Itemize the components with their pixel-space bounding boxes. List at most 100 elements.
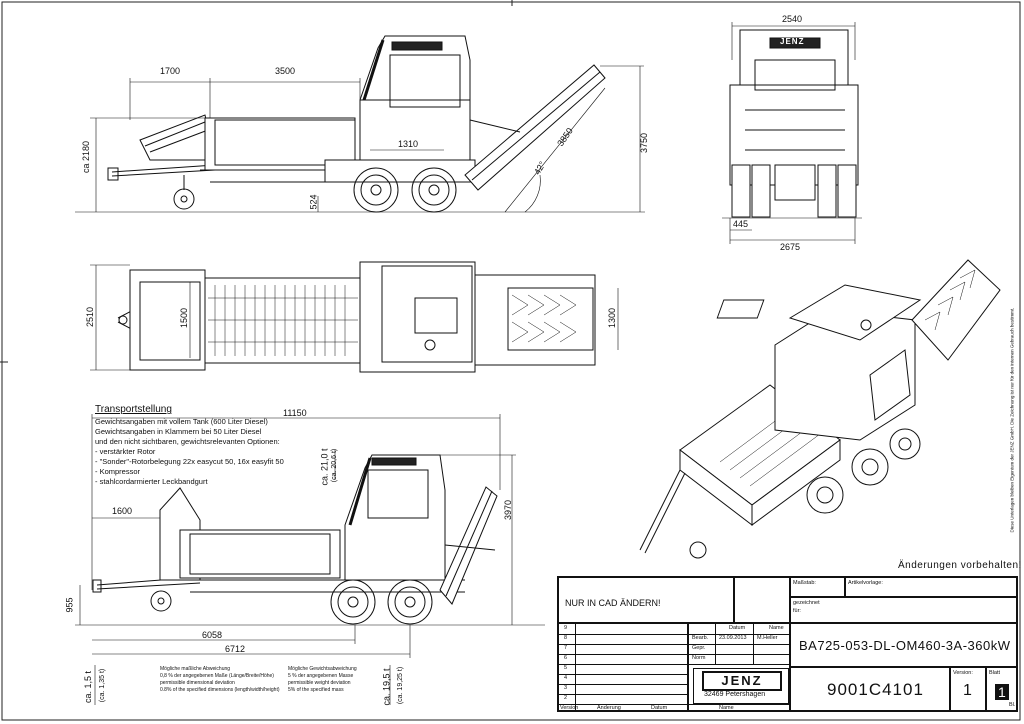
dim-2510: 2510 <box>85 306 96 328</box>
tolerance-de-1: Mögliche maßliche Abweichung <box>160 666 231 672</box>
dim-3500: 3500 <box>275 66 296 76</box>
row-date: 23.09.2013 <box>719 635 747 641</box>
weight-en-1: permissible weight deviation <box>288 680 351 686</box>
gezeichnet-label: gezeichnet <box>793 600 820 606</box>
transport-view-dimension-lines <box>79 414 516 705</box>
notes-line: - Kompressor <box>95 467 141 476</box>
dim-2180: ca 2180 <box>81 140 92 174</box>
rev-number: 7 <box>564 645 568 651</box>
weight-de-2: 5 % der angegebenen Masse <box>288 673 354 679</box>
name-head: Name <box>769 625 784 631</box>
dim-6058: 6058 <box>202 630 223 640</box>
dim-1700: 1700 <box>160 66 181 76</box>
rev-number: 2 <box>564 695 568 701</box>
version-cell: Version: 1 <box>950 667 986 711</box>
notes-line: Gewichtsangaben in Klammern bei 50 Liter… <box>95 427 262 436</box>
row-name: M.Heller <box>757 635 778 641</box>
dim-2675: 2675 <box>780 242 801 252</box>
sheet-label: Blatt <box>989 670 1001 676</box>
dim-524: 524 <box>308 194 319 210</box>
notes-line: - stahlcordarmierter Leckbandgurt <box>95 477 208 486</box>
anlage-cell: Artikelvorlage: <box>845 577 1017 597</box>
sheet-value: 1 <box>995 684 1009 700</box>
dim-1310: 1310 <box>398 139 419 149</box>
dim-2540: 2540 <box>782 14 803 24</box>
notes-title: Transportstellung <box>95 404 172 415</box>
weight-1-5b: (ca. 1,35 t) <box>99 668 107 703</box>
dim-11150: 11150 <box>283 408 307 418</box>
side-view-dimension-lines <box>90 65 644 213</box>
rev-number: 8 <box>564 635 568 641</box>
weight-19-5: ca. 19,5 t <box>381 668 392 706</box>
dim-3970: 3970 <box>503 499 514 521</box>
sheet-suffix: Bl. <box>1009 702 1016 708</box>
top-view-dimension-lines <box>90 264 619 371</box>
massstab-cell: Maßstab: <box>790 577 845 597</box>
fuer-label: für: <box>793 608 801 614</box>
anlage-label: Artikelvorlage: <box>848 580 883 586</box>
dim-3750: 3750 <box>639 132 650 154</box>
rev-number: 4 <box>564 675 568 681</box>
tolerance-en-2: 0.8% of the specified dimensions (length… <box>160 687 280 693</box>
footer-aenderung: Änderung <box>597 705 621 711</box>
tolerance-note: Mögliche maßliche Abweichung 0,8 % der a… <box>160 666 280 694</box>
footer-name: Name <box>719 705 734 711</box>
weight-19-5b: (ca. 19,25 t) <box>397 666 405 705</box>
dim-1300: 1300 <box>607 307 618 329</box>
row-label: Gepr. <box>692 645 706 651</box>
weight-en-2: 5% of the specified mass <box>288 687 344 693</box>
drawing-title: BA725-053-DL-OM460-3A-360kW <box>799 638 1011 653</box>
notes-line: Gewichtsangaben mit vollem Tank (600 Lit… <box>95 417 268 426</box>
notes-line: und den nicht sichtbaren, gewichtsreleva… <box>95 437 280 446</box>
weight-de-1: Mögliche Gewichtsabweichung <box>288 666 357 672</box>
dim-1600: 1600 <box>112 506 133 516</box>
dim-1500: 1500 <box>179 307 190 329</box>
sheet-cell: Blatt 1 Bl. <box>986 667 1017 711</box>
front-view-dimension-lines <box>729 22 856 244</box>
footer-datum: Datum <box>651 705 668 711</box>
rev-number: 6 <box>564 655 568 661</box>
company-logo-box: JENZ 32469 Petershagen <box>693 668 789 704</box>
version-value: 1 <box>963 682 972 699</box>
rev-number: 3 <box>564 685 568 691</box>
front-logo: JENZ <box>780 37 805 46</box>
row-label: Norm <box>692 655 706 661</box>
weight-1-5: ca. 1,5 t <box>83 670 94 704</box>
blank-cell <box>734 577 790 623</box>
tolerance-de-2: 0,8 % der angegebenen Maße (Länge/Breite… <box>160 673 274 679</box>
isometric-view-drawing <box>639 259 1001 559</box>
rev-number: 9 <box>564 625 568 631</box>
approval-table: Datum Name Bearb. 23.09.2013 M.Heller Ge… <box>688 623 791 711</box>
version-label: Version: <box>953 670 973 676</box>
dim-6712: 6712 <box>225 644 246 654</box>
footer-version: Version <box>560 705 579 711</box>
front-view-drawing <box>722 29 862 219</box>
drawn-for-cell: gezeichnet für: <box>790 597 1017 623</box>
company-logo: JENZ <box>702 671 782 691</box>
notes-line: - "Sonder"-Rotorbelegung 22x easycut 50,… <box>95 457 284 466</box>
ownership-note: Diese Unterlagen bleiben Eigentum der JE… <box>1009 307 1015 533</box>
drawing-number: 9001C4101 <box>827 680 924 699</box>
cad-note: NUR IN CAD ÄNDERN! <box>565 598 661 608</box>
title-block: NUR IN CAD ÄNDERN! Maßstab: Artikelvorla… <box>557 576 1018 712</box>
datum-head: Datum <box>729 625 746 631</box>
notes-line: - verstärkter Rotor <box>95 447 156 456</box>
row-label: Bearb. <box>692 635 709 641</box>
dim-445: 445 <box>733 219 749 229</box>
top-view-drawing <box>117 261 596 373</box>
massstab-label: Maßstab: <box>793 580 816 586</box>
dim-955: 955 <box>64 597 75 613</box>
cad-note-cell: NUR IN CAD ÄNDERN! <box>558 577 734 623</box>
drawing-title-cell: BA725-053-DL-OM460-3A-360kW <box>790 623 1017 667</box>
revision-table: 9 8 7 6 5 4 3 2 Version Änderung Datum <box>558 623 689 712</box>
company-address: 32469 Petershagen <box>704 691 766 698</box>
tolerance-en-1: permissible dimensional deviation <box>160 680 235 686</box>
transport-notes: Transportstellung Gewichtsangaben mit vo… <box>95 405 395 487</box>
drawing-number-cell: 9001C4101 <box>790 667 950 711</box>
side-view-drawing <box>75 35 645 213</box>
rev-number: 5 <box>564 665 568 671</box>
changes-reserved: Änderungen vorbehalten! <box>898 560 1022 571</box>
transport-view-drawing <box>75 454 545 626</box>
weight-note: Mögliche Gewichtsabweichung 5 % der ange… <box>288 666 357 694</box>
